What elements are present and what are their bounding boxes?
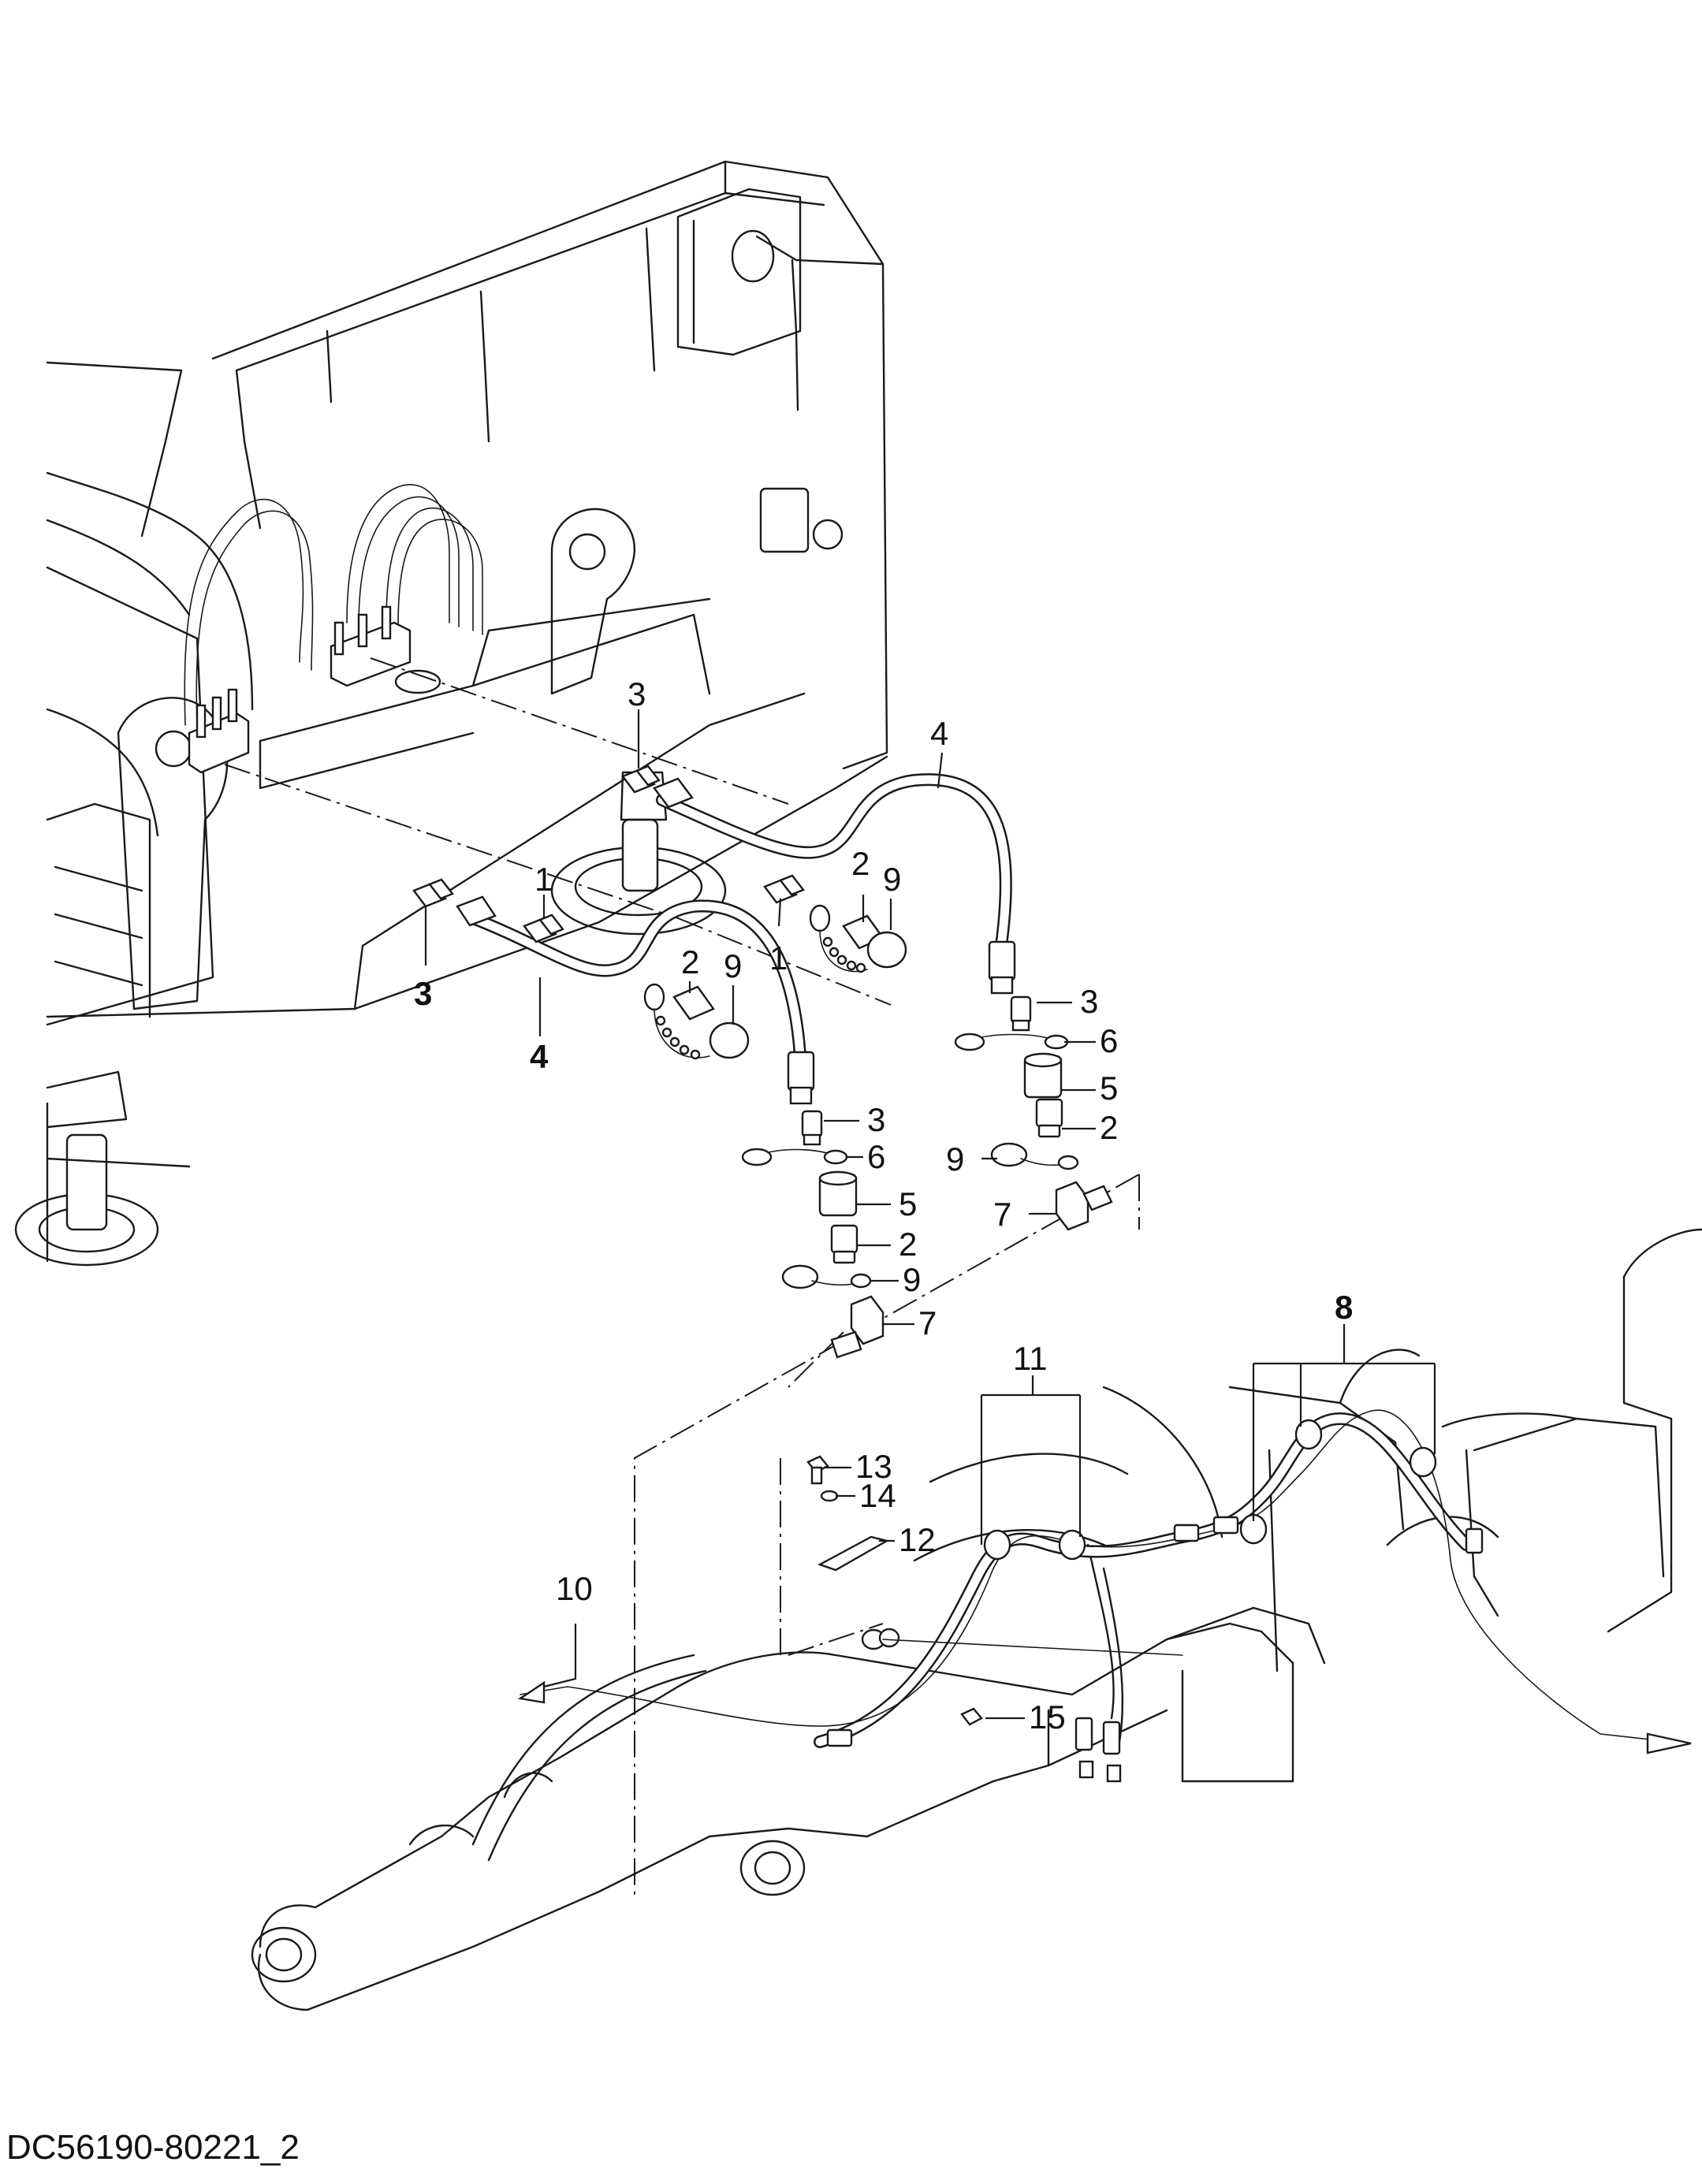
- callout-9: 9: [883, 861, 901, 898]
- callout-9: 9: [946, 1140, 964, 1178]
- callout-4: 4: [530, 1038, 549, 1075]
- callout-1: 1: [534, 861, 553, 898]
- callout-14: 14: [859, 1477, 896, 1514]
- callout-13: 13: [855, 1448, 892, 1485]
- callout-2: 2: [899, 1226, 917, 1263]
- callout-5: 5: [1100, 1070, 1118, 1107]
- fittings-upper: [412, 765, 907, 1060]
- callout-10: 10: [556, 1570, 593, 1607]
- callout-2: 2: [1100, 1109, 1118, 1146]
- callout-leaders: [424, 709, 1436, 1720]
- callout-7: 7: [993, 1196, 1011, 1233]
- callout-12: 12: [899, 1521, 936, 1558]
- callout-6: 6: [1100, 1022, 1118, 1059]
- callout-9: 9: [724, 947, 742, 984]
- exploded-fittings-left: [741, 1110, 885, 1359]
- machine-frame-upper: [14, 160, 888, 1267]
- callout-15: 15: [1029, 1698, 1066, 1736]
- hose-assembly-upper: [656, 773, 1016, 995]
- callout-2: 2: [681, 943, 699, 980]
- callout-1: 1: [769, 939, 788, 977]
- callout-3: 3: [628, 675, 646, 712]
- callout-2: 2: [851, 845, 870, 882]
- callout-6: 6: [867, 1138, 885, 1175]
- callout-3: 3: [414, 975, 432, 1012]
- callout-3: 3: [867, 1101, 885, 1138]
- callout-4: 4: [930, 715, 948, 752]
- lower-hose-routing: [517, 1409, 1692, 1783]
- exploded-fittings-right: [954, 995, 1113, 1231]
- hose-assembly-lower: [467, 899, 815, 1105]
- callout-11: 11: [1013, 1340, 1048, 1377]
- callout-7: 7: [918, 1304, 937, 1341]
- callout-8: 8: [1335, 1289, 1353, 1326]
- callout-5: 5: [899, 1185, 917, 1222]
- callout-3: 3: [1080, 983, 1098, 1020]
- callout-9: 9: [903, 1261, 921, 1298]
- drawing-code: DC56190-80221_2: [6, 2128, 300, 2167]
- machine-frame-lower: [251, 1228, 1702, 2011]
